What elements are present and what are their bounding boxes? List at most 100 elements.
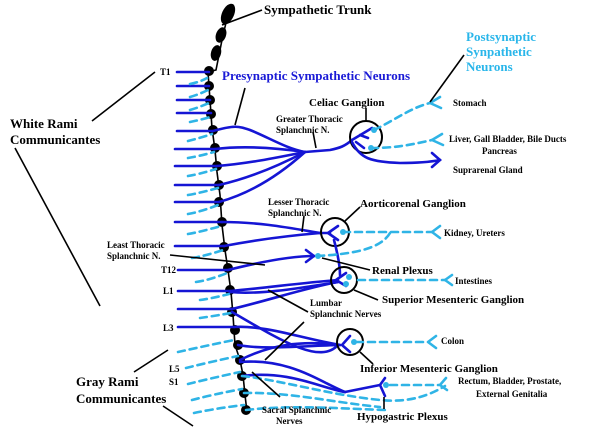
cervical-ganglion-middle	[215, 27, 227, 43]
gray-ramus	[176, 338, 236, 354]
sacral-splanchnic-label-2: Nerves	[276, 416, 303, 426]
renal-plexus-label: Renal Plexus	[372, 265, 434, 277]
leader-white-rami	[91, 71, 156, 122]
labels: Sympathetic Trunk Presynaptic Sympatheti…	[10, 2, 567, 426]
renal-plexus-ending	[304, 248, 316, 264]
leader-lesser	[301, 215, 305, 233]
celiac-ganglion	[349, 95, 445, 169]
leader-gray-rami-lower	[162, 405, 194, 427]
splanchnic-root	[215, 150, 307, 168]
sacral-splanchnic-label-1: Sacral Splanchnic	[262, 405, 331, 415]
suprarenal-ending	[430, 151, 442, 169]
level-l1: L1	[163, 286, 174, 296]
gray-ramus	[186, 132, 214, 143]
splanchnic-root	[217, 150, 307, 204]
renal-plexus-dot	[315, 253, 321, 259]
gray-ramus	[198, 311, 233, 320]
white-rami-label-1: White Rami	[10, 116, 78, 131]
postsynaptic-label-2: Synpathetic	[466, 44, 532, 59]
sm-synapse-dot	[343, 281, 349, 287]
leader-renal-plexus	[321, 257, 371, 271]
lumbar-splanchnic-label-2: Splanchnic Nerves	[310, 309, 382, 319]
inferior-mesenteric-label: Inferior Mesenteric Ganglion	[360, 363, 498, 375]
sympathetic-trunk-label: Sympathetic Trunk	[264, 2, 372, 17]
gray-ramus	[186, 370, 242, 386]
aorticorenal-to-sm	[332, 238, 342, 277]
leader-lumbar-lower	[264, 321, 305, 361]
least-splanchnic-label-1: Least Thoracic	[107, 240, 165, 250]
stomach-ending	[428, 95, 443, 110]
leader-superior-mesenteric	[353, 289, 379, 301]
suprarenal-fiber	[350, 140, 442, 165]
cervical-ganglion-inferior	[210, 45, 222, 61]
gray-rami	[176, 76, 246, 415]
leader-sacral	[251, 371, 281, 398]
gray-ramus	[186, 150, 216, 160]
splanchnic-root	[213, 146, 307, 154]
target-suprarenal: Suprarenal Gland	[453, 165, 523, 175]
hypogastric-plexus-label: Hypogastric Plexus	[357, 411, 448, 423]
gray-ramus	[186, 167, 218, 178]
aorticorenal-synapse	[326, 224, 340, 242]
splanchnic-root	[230, 310, 340, 354]
least-splanchnic-nerve	[226, 254, 316, 272]
greater-splanchnic-nerve	[211, 125, 354, 204]
target-liver-2: Pancreas	[482, 146, 517, 156]
level-s1: S1	[169, 377, 179, 387]
white-rami-label-2: Communicantes	[10, 132, 100, 147]
least-splanchnic-label-2: Splanchnic N.	[107, 251, 161, 261]
aorticorenal-ganglion-label: Aorticorenal Ganglion	[360, 198, 466, 210]
sacral-splanchnic-nerves	[240, 374, 447, 412]
gray-ramus	[184, 354, 240, 370]
postsynaptic-label-1: Postsynaptic	[466, 29, 536, 44]
level-l5: L5	[169, 364, 180, 374]
inferior-mesenteric-ganglion	[336, 328, 438, 356]
target-kidney: Kidney, Ureters	[444, 228, 505, 238]
splanchnic-root	[222, 231, 322, 248]
postsynaptic-label-3: Neurons	[466, 59, 513, 74]
superior-mesenteric-ganglion	[330, 266, 454, 294]
lesser-splanchnic-nerve	[220, 220, 332, 248]
presynaptic-label: Presynaptic Sympathetic Neurons	[222, 68, 410, 83]
leader-least	[169, 254, 266, 266]
stomach-fiber	[372, 101, 432, 132]
gray-ramus	[198, 292, 231, 302]
sacral-fiber	[242, 391, 382, 409]
liver-fiber	[369, 138, 434, 150]
splanchnic-root	[220, 220, 322, 235]
hypogastric-dot	[383, 382, 389, 388]
sm-synapse-dot	[346, 274, 352, 280]
splanchnic-root	[228, 280, 340, 295]
gray-rami-label-2: Communicantes	[76, 391, 166, 406]
hypogastric-ending	[378, 376, 387, 398]
gray-ramus	[188, 76, 209, 86]
white-rami	[173, 70, 236, 329]
leader-lines	[14, 9, 465, 427]
sacral-fiber	[244, 405, 387, 412]
gray-ramus	[186, 203, 220, 216]
gray-ramus	[188, 88, 210, 99]
gray-ramus	[186, 186, 220, 197]
splanchnic-root	[236, 343, 342, 349]
gray-ramus	[194, 271, 229, 284]
sacral-fiber	[240, 374, 447, 402]
leader-white-rami-lower	[14, 147, 101, 307]
liver-ending	[430, 132, 445, 147]
leader-inferior-mesenteric	[359, 351, 374, 365]
lumbar-splanchnic-label-1: Lumbar	[310, 298, 342, 308]
gray-ramus	[192, 403, 246, 415]
splanchnic-root	[240, 373, 347, 394]
splanchnic-root	[211, 125, 307, 154]
leader-presynaptic	[234, 87, 246, 126]
gray-ramus	[188, 101, 211, 112]
cervical-ganglion-superior	[220, 3, 236, 25]
level-l3: L3	[163, 323, 174, 333]
lumbar-splanchnic-nerves	[228, 278, 347, 394]
superior-mesenteric-label: Superior Mesenteric Ganglion	[382, 294, 524, 306]
greater-splanchnic-label-2: Splanchnic N.	[276, 125, 330, 135]
celiac-synapse	[350, 126, 374, 150]
intestines-ending	[443, 273, 454, 287]
splanchnic-root	[217, 150, 307, 187]
splanchnic-root	[228, 278, 340, 293]
